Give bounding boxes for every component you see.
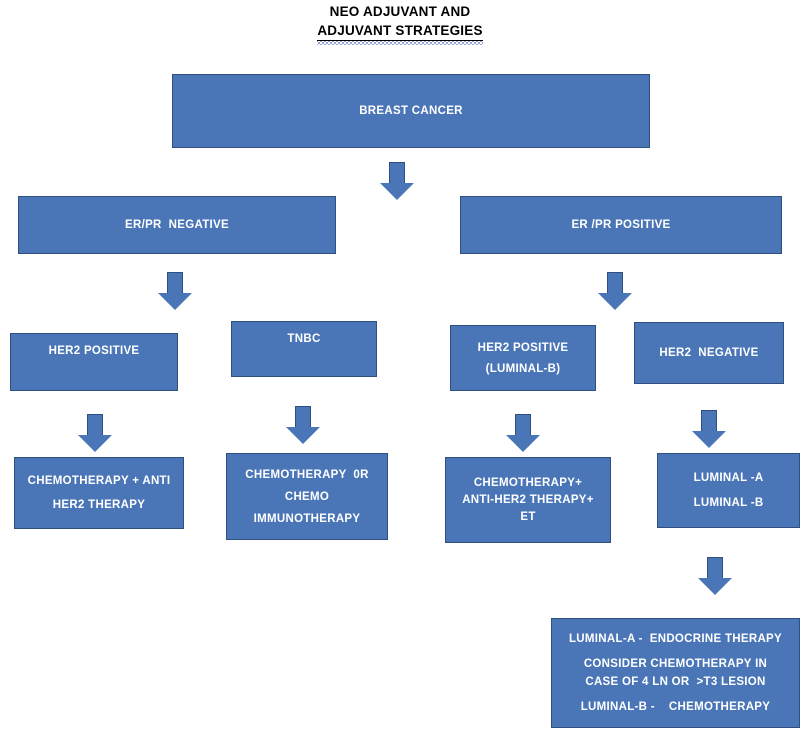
node-chemo-or-immuno-line-1: CHEMOTHERAPY 0R	[245, 468, 369, 481]
node-chemo-anti-her2-line-1: CHEMOTHERAPY + ANTI	[27, 475, 171, 487]
page-title: NEO ADJUVANT AND ADJUVANT STRATEGIES	[0, 2, 800, 45]
node-chemo-or-immuno-line-2: CHEMO	[284, 490, 330, 503]
spellcheck-squiggle-underline	[317, 41, 483, 45]
node-chemo-or-immuno[interactable]: CHEMOTHERAPY 0R CHEMO IMMUNOTHERAPY	[226, 453, 388, 540]
node-luminal-ab[interactable]: LUMINAL -A LUMINAL -B	[657, 453, 800, 528]
node-her2-negative[interactable]: HER2 NEGATIVE	[634, 322, 784, 384]
node-chemo-or-immuno-line-3: IMMUNOTHERAPY	[253, 512, 361, 525]
node-chemo-anti-her2-et-line-2: ANTI-HER2 THERAPY+	[462, 494, 594, 506]
arrow-breast-cancer-down	[380, 162, 414, 200]
node-her2-positive-left[interactable]: HER2 POSITIVE	[10, 333, 178, 391]
arrow-er-pr-negative-down	[158, 272, 192, 310]
node-luminal-detail-line-2: CONSIDER CHEMOTHERAPY IN	[583, 658, 768, 670]
node-tnbc-label: TNBC	[287, 333, 321, 345]
node-luminal-detail[interactable]: LUMINAL-A - ENDOCRINE THERAPY CONSIDER C…	[551, 618, 800, 728]
arrow-er-pr-positive-down	[598, 272, 632, 310]
arrow-tnbc-down	[286, 406, 320, 444]
title-line-2: ADJUVANT STRATEGIES	[317, 21, 483, 45]
arrow-luminal-ab-down	[698, 557, 732, 595]
node-chemo-anti-her2-et-line-1: CHEMOTHERAPY+	[473, 477, 583, 489]
node-er-pr-positive[interactable]: ER /PR POSITIVE	[460, 196, 782, 254]
node-her2-negative-label: HER2 NEGATIVE	[659, 347, 759, 359]
node-her2-positive-luminal-b[interactable]: HER2 POSITIVE (LUMINAL-B)	[450, 325, 596, 391]
title-line-2-text: ADJUVANT STRATEGIES	[317, 23, 483, 38]
node-breast-cancer[interactable]: BREAST CANCER	[172, 74, 650, 148]
node-er-pr-positive-label: ER /PR POSITIVE	[571, 219, 671, 231]
node-her2-positive-luminal-b-line-2: (LUMINAL-B)	[485, 362, 561, 375]
node-luminal-detail-line-3: CASE OF 4 LN OR >T3 LESION	[585, 676, 766, 688]
node-luminal-ab-line-1: LUMINAL -A	[693, 472, 764, 484]
node-breast-cancer-label: BREAST CANCER	[359, 105, 463, 117]
node-er-pr-negative[interactable]: ER/PR NEGATIVE	[18, 196, 336, 254]
arrow-her2-negative-down	[692, 410, 726, 448]
node-chemo-anti-her2-et[interactable]: CHEMOTHERAPY+ ANTI-HER2 THERAPY+ ET	[445, 457, 611, 543]
arrow-her2-positive-left-down	[78, 414, 112, 452]
node-luminal-ab-line-2: LUMINAL -B	[693, 497, 764, 509]
node-chemo-anti-her2-line-2: HER2 THERAPY	[52, 499, 146, 511]
node-luminal-detail-line-4: LUMINAL-B - CHEMOTHERAPY	[580, 701, 771, 713]
node-er-pr-negative-label: ER/PR NEGATIVE	[125, 219, 229, 231]
node-chemo-anti-her2[interactable]: CHEMOTHERAPY + ANTI HER2 THERAPY	[14, 457, 184, 529]
node-chemo-anti-her2-et-line-3: ET	[520, 511, 536, 523]
node-her2-positive-left-label: HER2 POSITIVE	[48, 345, 140, 357]
arrow-her2-positive-luminal-b-down	[506, 414, 540, 452]
node-tnbc[interactable]: TNBC	[231, 321, 377, 377]
node-her2-positive-luminal-b-line-1: HER2 POSITIVE	[477, 341, 569, 354]
node-luminal-detail-line-1: LUMINAL-A - ENDOCRINE THERAPY	[568, 633, 782, 645]
title-line-1: NEO ADJUVANT AND	[329, 4, 471, 19]
